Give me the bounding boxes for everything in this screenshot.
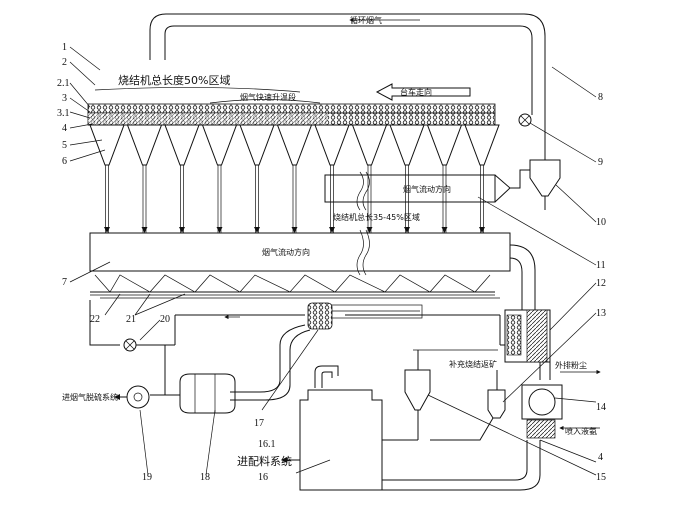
flow-arrow — [329, 227, 335, 233]
flow-arrow — [479, 227, 485, 233]
flow-arrow — [441, 227, 448, 233]
callout-15: 15 — [596, 472, 606, 483]
wind-box-hopper — [126, 124, 163, 166]
recirc-cyclone — [510, 68, 561, 210]
callout-10: 10 — [596, 217, 606, 228]
sinter-bed — [87, 103, 496, 126]
wind-box-hopper — [351, 124, 388, 166]
callout-8: 8 — [598, 92, 603, 103]
callout-13: 13 — [596, 308, 606, 319]
callout-18: 18 — [200, 472, 210, 483]
sinter-50pct-label: 烧结机总长度50%区域 — [118, 73, 230, 87]
callout-2-1: 2.1 — [57, 78, 70, 89]
flow-arrow — [404, 227, 410, 233]
recirculation-duct — [149, 13, 546, 68]
flow-arrow — [104, 227, 110, 233]
rapid-heating-label: 烟气快速升温段 — [240, 92, 296, 102]
callout-7: 7 — [62, 277, 67, 288]
callout-9: 9 — [598, 157, 603, 168]
wind-boxes — [89, 124, 500, 233]
flow-arrow — [141, 227, 148, 233]
callout-21: 21 — [126, 314, 136, 325]
fan-19 — [114, 385, 150, 409]
wind-box-hopper — [201, 124, 238, 166]
recirc-fan-icon — [518, 113, 532, 127]
callout-16-1: 16.1 — [258, 439, 276, 450]
lower-flue-duct — [89, 229, 511, 296]
external-dust-label: 外排粉尘 — [555, 360, 587, 370]
sinter-35-45-label: 烧结机总长35-45%区域 — [333, 212, 420, 222]
wind-box-hopper — [464, 124, 500, 166]
bin-16 — [281, 365, 383, 491]
wind-box-hopper — [389, 124, 425, 166]
wind-box-hopper — [276, 124, 313, 166]
right-duct — [504, 244, 551, 380]
supplement-ore-label: 补充烧结返矿 — [449, 359, 497, 369]
wind-box-hopper — [426, 124, 463, 166]
callout-19: 19 — [142, 472, 152, 483]
filter-17 — [230, 302, 333, 401]
flow-arrow — [254, 227, 260, 233]
callout-11: 11 — [596, 260, 606, 271]
wind-box-hopper — [314, 124, 350, 166]
ore-hopper-13 — [430, 370, 506, 441]
leader-lines — [69, 46, 597, 476]
inject-ammonia-label: 喷入液氨 — [565, 426, 597, 436]
flow-arrow — [216, 227, 223, 233]
lower-flow-label: 烟气流动方向 — [262, 247, 310, 257]
wind-box-hopper — [89, 124, 125, 166]
trolley-direction-arrow — [375, 83, 471, 101]
to-purification-label: 进烟气脱硫系统 — [62, 392, 118, 402]
callout-12: 12 — [596, 278, 606, 289]
range-brace — [94, 87, 301, 93]
flow-arrow — [179, 227, 185, 233]
flow-arrow — [291, 227, 298, 233]
callout-4: 4 — [62, 123, 67, 134]
wind-box-hopper — [239, 124, 275, 166]
scrubber-18 — [150, 345, 236, 414]
trolley-direction-label: 台车走向 — [400, 87, 432, 97]
callout-5: 5 — [62, 140, 67, 151]
callout-22: 22 — [90, 314, 100, 325]
callout-3-1: 3.1 — [57, 108, 70, 119]
callout-numbers: 1 2 2.1 3 3.1 4 5 6 7 8 9 10 11 12 13 14… — [57, 42, 606, 483]
callout-17: 17 — [254, 418, 264, 429]
wind-box-hopper — [164, 124, 200, 166]
cyclone-15 — [382, 349, 498, 441]
reactor-14 — [382, 369, 601, 491]
induced-fan-icon — [126, 385, 150, 409]
return-pipes — [89, 297, 505, 352]
to-batching-label: 进配料系统 — [237, 454, 292, 468]
upper-flow-label: 烟气流动方向 — [403, 184, 451, 194]
callout-1: 1 — [62, 42, 67, 53]
callout-14: 14 — [596, 402, 606, 413]
callout-2: 2 — [62, 57, 67, 68]
callout-16: 16 — [258, 472, 268, 483]
heating-brace — [209, 99, 321, 104]
callout-6: 6 — [62, 156, 67, 167]
flow-arrow — [366, 227, 373, 233]
callout-3: 3 — [62, 93, 67, 104]
recirc-flue-gas-label: 循环烟气 — [350, 15, 382, 25]
callout-20: 20 — [160, 314, 170, 325]
callout-4-lower: 4 — [598, 452, 603, 463]
